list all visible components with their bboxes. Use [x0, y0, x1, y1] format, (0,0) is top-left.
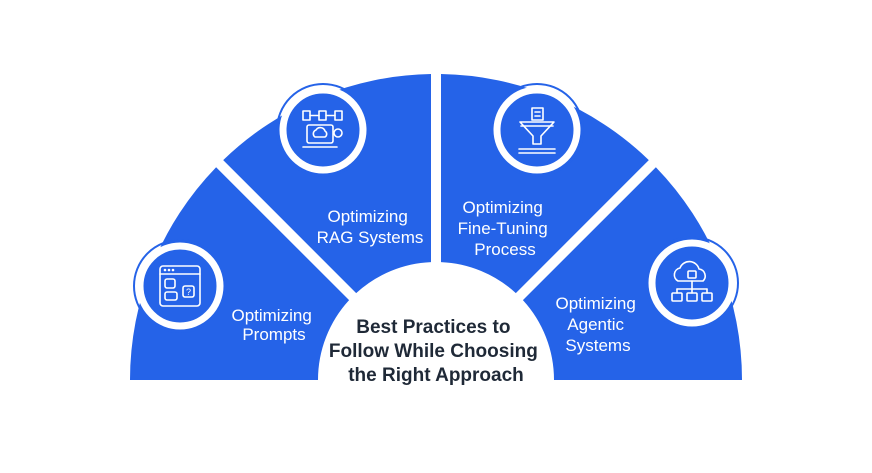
segment-label-rag-systems: Optimizing RAG Systems [317, 207, 424, 247]
center-disc [322, 266, 550, 380]
funnel-filter-icon [490, 83, 584, 177]
segment-label-fine-tuning: Optimizing Fine-Tuning Process [458, 198, 553, 259]
segment-label-line: Process [474, 240, 535, 259]
segment-label-line: Agentic [567, 315, 624, 334]
segment-label-line: Optimizing [462, 198, 542, 217]
segment-label-prompts: Optimizing Prompts [231, 306, 316, 344]
center-title-line: Best Practices to [356, 317, 510, 338]
segment-rag-systems [223, 74, 432, 294]
center-title: Best Practices to Follow While Choosing … [329, 317, 543, 386]
prompt-window-icon: ? [133, 239, 227, 333]
segment-label-line: Systems [565, 336, 630, 355]
segment-label-line: Optimizing [555, 294, 635, 313]
rag-database-icon [276, 83, 370, 177]
center-title-line: Follow While Choosing [329, 341, 538, 362]
center-title-line: the Right Approach [348, 365, 524, 386]
segment-label-line: Optimizing [327, 207, 407, 226]
segment-label-line: Fine-Tuning [458, 219, 548, 238]
segment-fine-tuning [440, 74, 649, 294]
segment-agentic-systems [522, 167, 742, 380]
segment-label-agentic-systems: Optimizing Agentic Systems [555, 294, 640, 355]
svg-text:?: ? [186, 287, 191, 297]
segment-label-line: RAG Systems [317, 228, 424, 247]
cloud-network-icon [645, 236, 739, 330]
segment-label-line: Prompts [242, 325, 305, 344]
segment-label-line: Optimizing [231, 306, 311, 325]
